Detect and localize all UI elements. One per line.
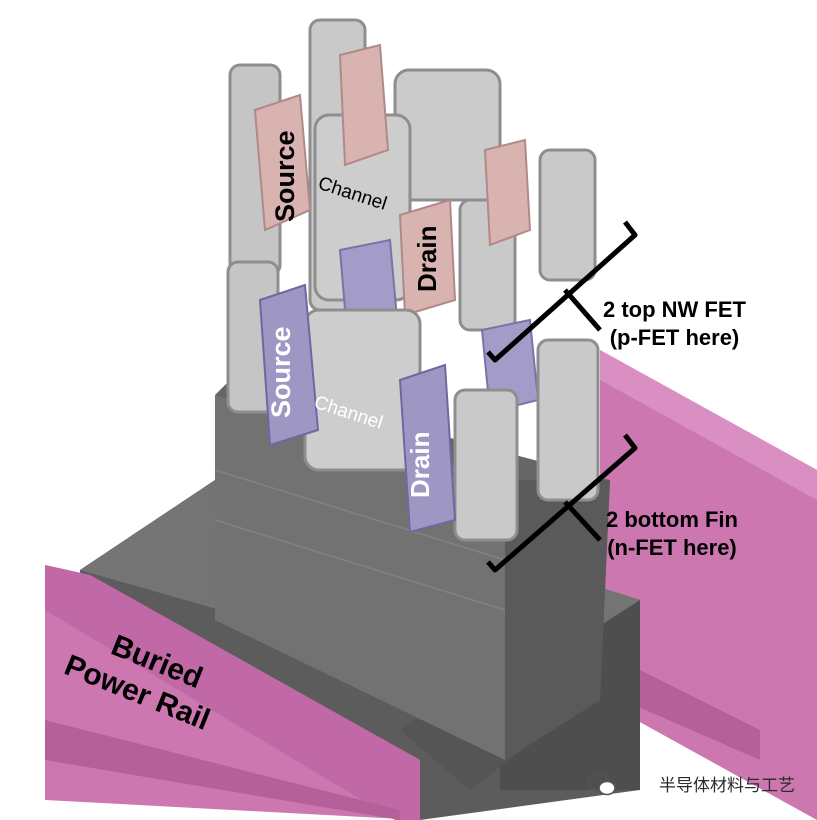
top-fet-bracket [486,220,638,363]
bottom-source-drain [258,283,457,534]
bottom-source-label: Source [266,326,296,418]
bottom-fin-line2: (n-FET here) [607,534,737,560]
top-drain-label: Drain [412,225,442,292]
watermark: 半导体材料与工艺 [659,771,795,796]
top-fet-line1: 2 top NW FET [603,297,746,322]
top-source-drain [253,43,532,317]
wechat-icon [587,773,616,796]
power-rail-left [45,565,420,820]
bottom-fin-bracket [486,433,638,573]
watermark-text: 半导体材料与工艺 [659,776,795,795]
bottom-drain-label: Drain [405,431,435,498]
top-fet-line2: (p-FET here) [609,324,740,350]
bottom-fin-line1: 2 bottom Fin [606,507,738,532]
top-fet-annotation: 2 top NW FET (p-FET here) [603,296,746,351]
bottom-fin-annotation: 2 bottom Fin (n-FET here) [606,506,738,561]
top-source-label: Source [270,130,300,222]
